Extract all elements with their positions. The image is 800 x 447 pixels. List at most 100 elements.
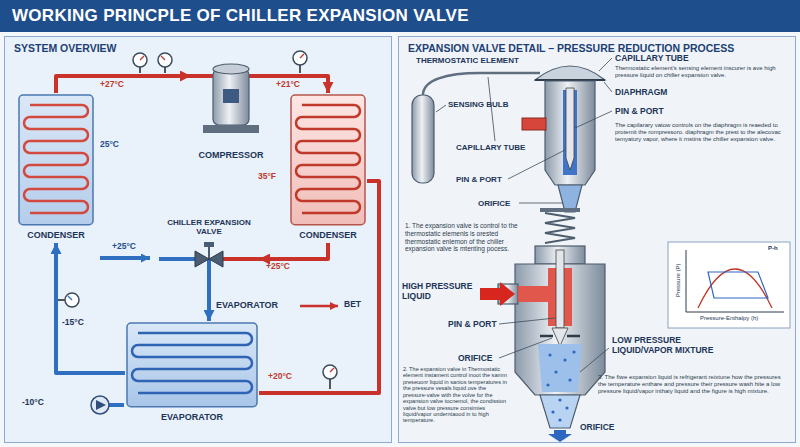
pipe-stub bbox=[249, 74, 271, 78]
part-label: DIAPHRAGM bbox=[615, 88, 667, 98]
component-drawing bbox=[191, 59, 271, 163]
condenser-coil: CONDENSER bbox=[17, 93, 95, 243]
temperature-label: 35°F bbox=[258, 172, 276, 182]
pump-symbol bbox=[96, 400, 106, 410]
droplet bbox=[563, 358, 566, 361]
note-text: 3. The fiwe expansion liquid is refriger… bbox=[598, 374, 790, 396]
component-name: CHILLER EXPANSION VALVE bbox=[163, 218, 255, 236]
temperature-label: -15°C bbox=[62, 318, 84, 328]
chart-title: P-h bbox=[768, 245, 778, 252]
temperature-label: +25°C bbox=[112, 242, 136, 252]
pressure-gauge bbox=[65, 293, 79, 307]
spring-cap bbox=[540, 208, 580, 212]
part-label: LOW PRESSURE LIQUID/VAPOR MIXTURE bbox=[612, 336, 734, 356]
saturation-dome bbox=[698, 269, 772, 308]
part-label: PIN & PORT bbox=[615, 107, 664, 117]
compressor-base bbox=[203, 125, 259, 133]
leader-line bbox=[499, 338, 552, 358]
part-label: PIN & PORT bbox=[456, 175, 502, 184]
valve-actuator bbox=[204, 242, 214, 247]
evaporator-coil: EVAPORATOR bbox=[125, 321, 259, 425]
chart-axes bbox=[686, 250, 784, 312]
gauge-stem bbox=[299, 65, 301, 73]
valve-pin bbox=[552, 328, 568, 346]
inlet-pipe bbox=[522, 118, 546, 130]
flow-arrow bbox=[300, 305, 338, 308]
panel-heading: SYSTEM OVERVIEW bbox=[14, 42, 382, 54]
valve-body bbox=[545, 81, 595, 185]
compressor-unit: COMPRESSOR bbox=[191, 59, 271, 163]
temperature-label: +27°C bbox=[100, 80, 124, 90]
panel-ground bbox=[398, 36, 796, 443]
pump-symbol bbox=[91, 396, 109, 414]
title-holder: WORKING PRINCPLE OF CHILLER EXPANSION VA… bbox=[0, 0, 800, 32]
droplet bbox=[558, 418, 561, 421]
low-pressure-chamber bbox=[538, 344, 582, 392]
panel-heading: EXPANSION VALVE DETAIL – PRESSURE REDUCT… bbox=[408, 42, 786, 54]
droplet bbox=[554, 370, 557, 373]
droplet bbox=[551, 410, 554, 413]
flow-label: BET bbox=[344, 300, 361, 310]
coil-housing bbox=[19, 95, 93, 225]
outlet-arrow bbox=[548, 430, 572, 442]
gauge-needle bbox=[300, 54, 304, 58]
inlet-arrow bbox=[480, 282, 515, 306]
part-label: PIN & PORT bbox=[448, 320, 497, 330]
part-label: CAPILLARY TUBE bbox=[456, 143, 525, 152]
leader-line bbox=[599, 58, 612, 71]
gauge-needle bbox=[68, 296, 72, 300]
note-text: The capilarary vatow controls on the dia… bbox=[615, 122, 790, 144]
pressure-gauge bbox=[293, 51, 307, 65]
part-label: HIGH PRESSURE LIQUID bbox=[402, 282, 478, 302]
pipe-stub bbox=[191, 74, 213, 78]
expansion-valve: CHILLER EXPANSION VALVE bbox=[159, 215, 259, 273]
panel-band: SYSTEM OVERVIEW CONDENSER COMPRESSOR CONDEN… bbox=[4, 36, 392, 443]
note-text: 1. The expansion valve is control to the… bbox=[405, 222, 533, 253]
component-drawing bbox=[125, 321, 259, 425]
part-label: ORIFICE bbox=[478, 199, 510, 208]
cycle-path bbox=[708, 272, 768, 298]
diaphragm-dome bbox=[535, 66, 605, 80]
gauge-needle bbox=[140, 56, 144, 60]
droplet bbox=[548, 353, 551, 356]
part-label: ORIFICE bbox=[580, 423, 614, 433]
pressure-gauge bbox=[323, 365, 337, 379]
droplet bbox=[572, 350, 575, 353]
capillary-tube bbox=[423, 73, 540, 95]
valve-symbol bbox=[195, 251, 223, 267]
droplets bbox=[546, 350, 575, 421]
note-text: Thermostatic element's sensing element i… bbox=[615, 65, 790, 79]
valve-pin bbox=[556, 250, 564, 328]
valve-seat bbox=[540, 335, 580, 338]
sensing-bulb bbox=[412, 95, 434, 183]
coil-tube bbox=[296, 105, 360, 213]
refrigerant-pipe bbox=[56, 243, 125, 373]
leader-line bbox=[575, 111, 612, 128]
orifice-nozzle bbox=[558, 185, 582, 212]
refrigerant-pipe bbox=[207, 273, 211, 321]
pipe-stub bbox=[159, 257, 195, 261]
axis-label: Pressure-Enthalpy (h) bbox=[700, 315, 758, 322]
pipe-stub bbox=[223, 257, 259, 261]
temperature-label: +20°C bbox=[268, 372, 292, 382]
coil-housing bbox=[127, 323, 257, 407]
droplet bbox=[565, 406, 568, 409]
title-bar bbox=[0, 0, 800, 32]
coil-housing bbox=[291, 95, 365, 225]
coil-tube bbox=[24, 105, 88, 213]
component-name: CONDENSER bbox=[21, 230, 91, 240]
part-label: ORIFICE bbox=[458, 354, 492, 364]
component-name: EVAPORATOR bbox=[129, 412, 255, 422]
part-label: SENSING BULB bbox=[448, 100, 508, 109]
gauge-stem bbox=[329, 379, 331, 389]
panel-ground bbox=[4, 36, 392, 443]
droplet bbox=[558, 398, 561, 401]
pump-pipe bbox=[109, 403, 124, 407]
refrigerant-pipe bbox=[56, 76, 191, 93]
component-name: CONDENSER bbox=[293, 230, 363, 240]
compressor-top bbox=[213, 64, 249, 74]
valve-stem bbox=[208, 246, 210, 259]
component-drawing bbox=[17, 93, 95, 243]
